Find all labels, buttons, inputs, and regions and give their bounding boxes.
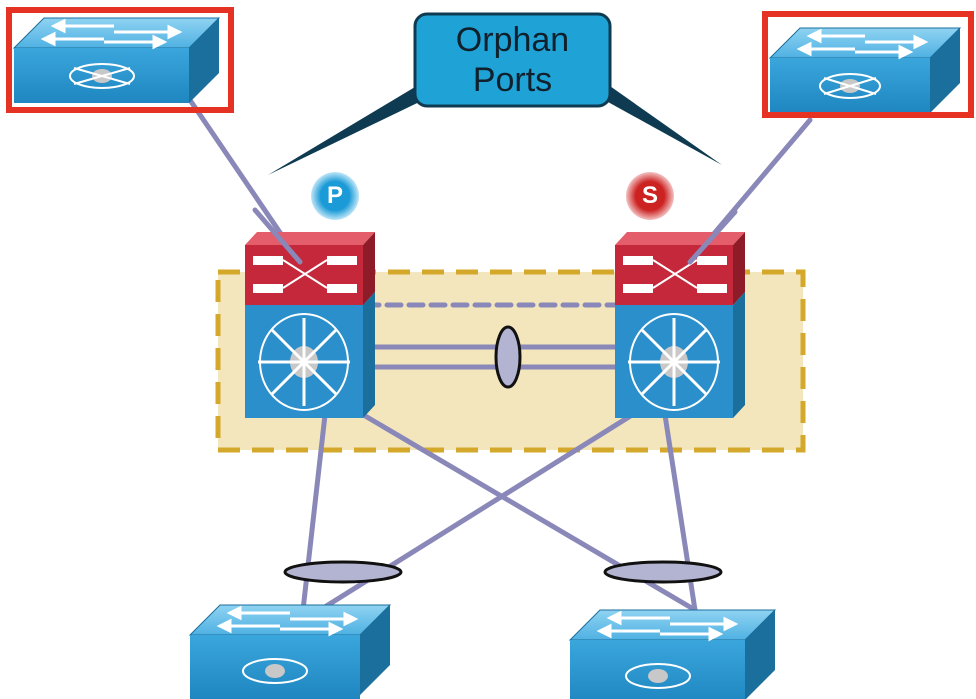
port-channel-right — [603, 560, 723, 584]
access-switch-bottom-left — [188, 604, 392, 699]
primary-badge — [311, 172, 359, 220]
access-switch-bottom-right — [568, 609, 777, 699]
nexus-switch-secondary — [615, 232, 745, 418]
orphan-highlight-left — [6, 7, 234, 113]
secondary-badge — [626, 172, 674, 220]
orphan-link-right-top — [687, 209, 738, 265]
peer-link-port-channel — [494, 325, 522, 389]
orphan-access-switch-right — [768, 27, 962, 113]
orphan-link-left-top — [252, 207, 303, 265]
orphan-ports-callout — [268, 12, 722, 175]
nexus-switch-primary — [245, 232, 375, 418]
orphan-access-switch-left — [12, 17, 221, 103]
port-channel-left — [283, 560, 403, 584]
orphan-highlight-right — [762, 11, 974, 118]
